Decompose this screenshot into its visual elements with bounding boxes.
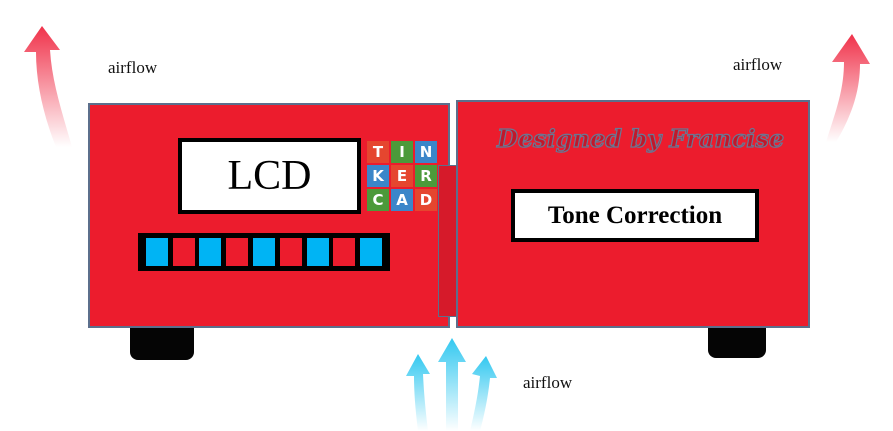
logo-letter-d: D <box>415 189 437 211</box>
logo-letter-a: A <box>391 189 413 211</box>
airflow-label-bottom: airflow <box>523 373 573 392</box>
logo-letter-k: K <box>367 165 389 187</box>
lcd-label: LCD <box>227 153 312 199</box>
airflow-label-top-left: airflow <box>108 58 158 77</box>
led-indicator-strip <box>138 233 390 271</box>
tone-correction-label: Tone Correction <box>547 201 723 229</box>
led-8 <box>333 238 356 266</box>
logo-letter-t: T <box>367 141 389 163</box>
logo-letter-e: E <box>391 165 413 187</box>
tone-correction-module: Tone Correction <box>511 189 759 242</box>
led-7 <box>306 238 329 266</box>
led-6 <box>279 238 302 266</box>
led-5 <box>252 238 275 266</box>
exhaust-arrow-left-icon <box>24 26 72 147</box>
tinkercad-logo: T I N K E R C A D <box>367 141 437 211</box>
airflow-label-top-right: airflow <box>733 55 783 74</box>
lcd-display: LCD <box>178 138 361 214</box>
led-9 <box>360 238 383 266</box>
logo-letter-i: I <box>391 141 413 163</box>
left-unit-chassis <box>88 103 450 328</box>
brand-text: Designed by Francise <box>496 123 785 153</box>
exhaust-arrow-right-icon <box>826 34 870 142</box>
led-3 <box>199 238 222 266</box>
logo-letter-r: R <box>415 165 437 187</box>
led-4 <box>226 238 249 266</box>
led-1 <box>145 238 168 266</box>
logo-letter-n: N <box>415 141 437 163</box>
led-2 <box>172 238 195 266</box>
logo-letter-c: C <box>367 189 389 211</box>
intake-arrows-icon <box>406 338 497 431</box>
